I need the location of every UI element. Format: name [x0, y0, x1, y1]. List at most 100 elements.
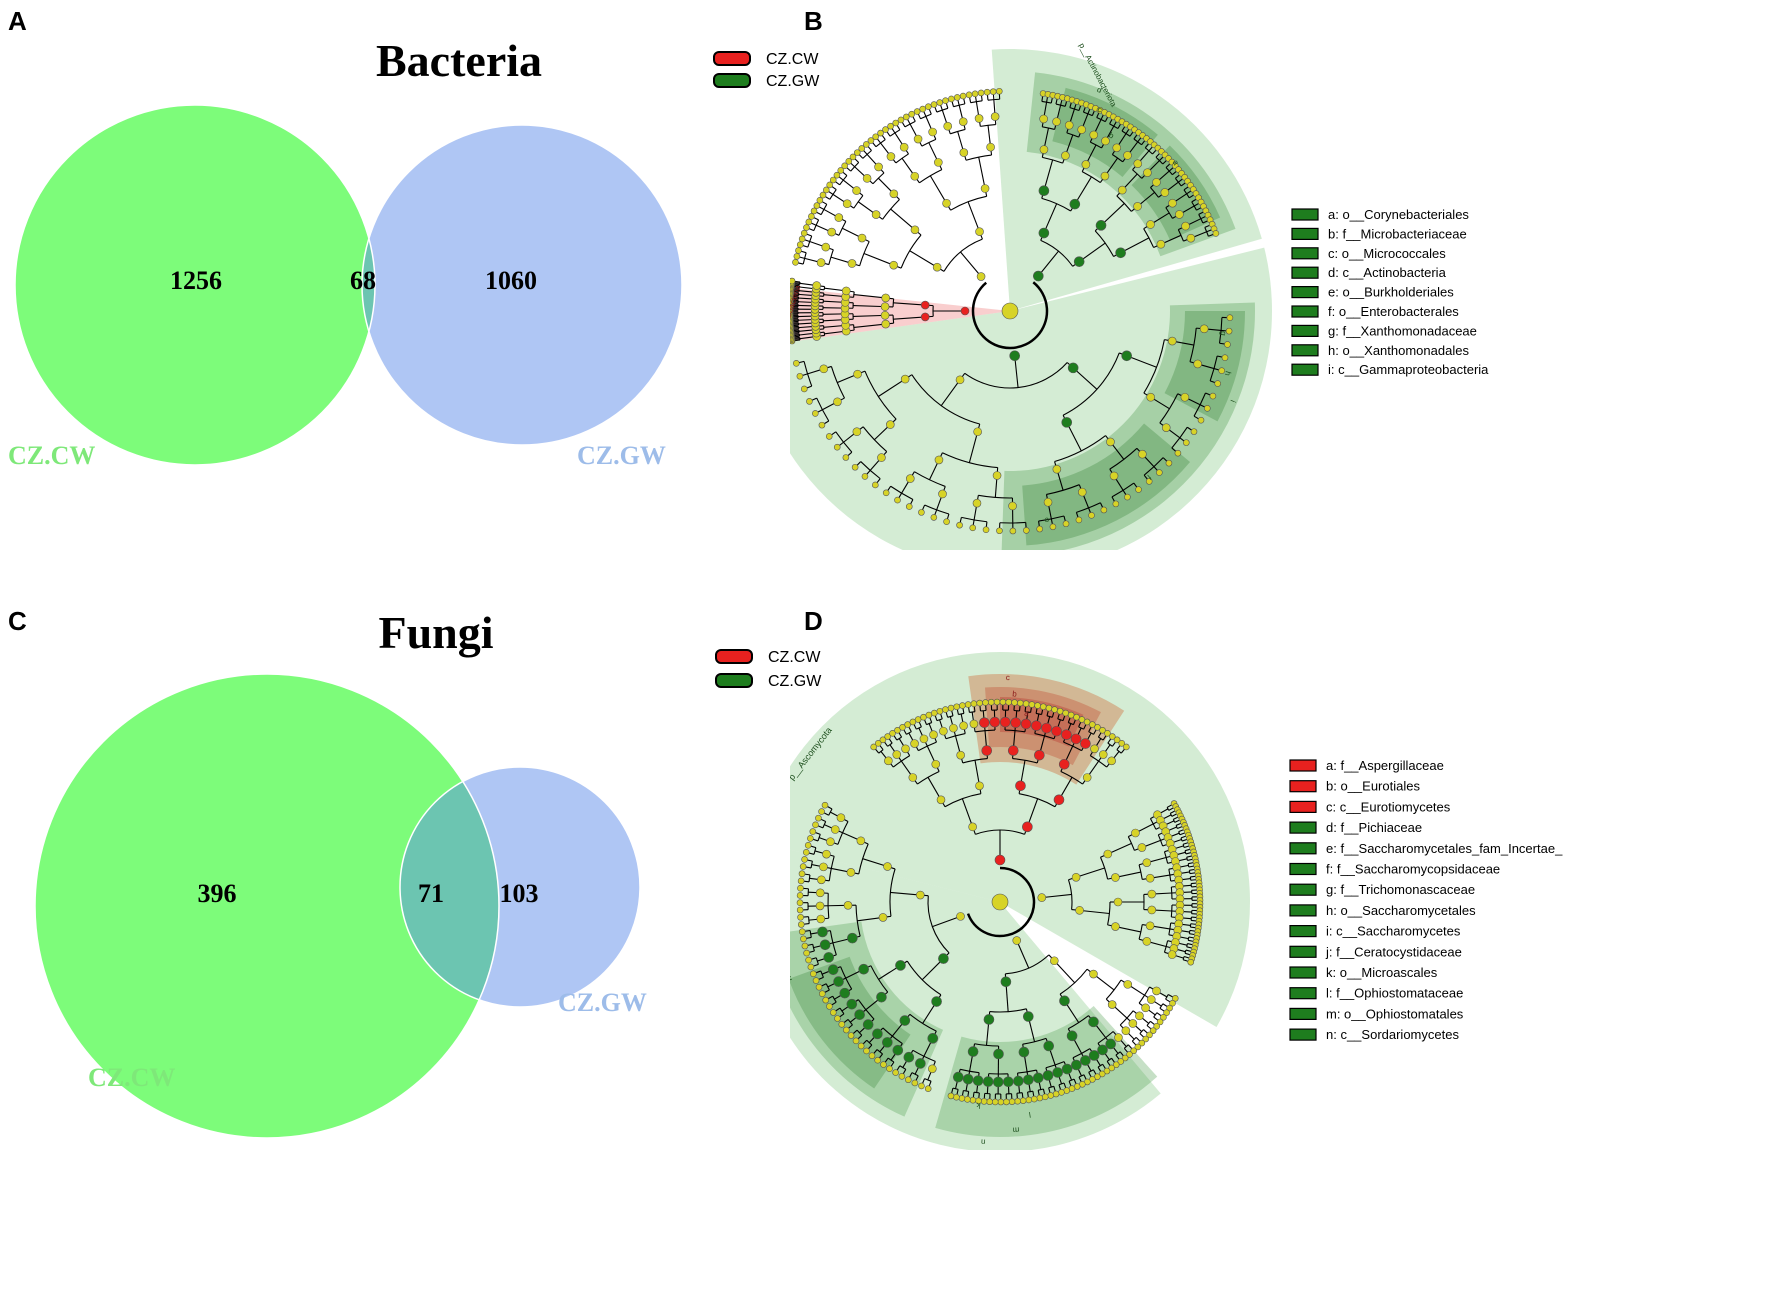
tree-node [807, 963, 815, 971]
venn-overlap [400, 767, 499, 1007]
tree-node [823, 952, 835, 963]
venn-count-overlap: 68 [350, 266, 376, 295]
tree-node [1163, 1009, 1170, 1017]
legend-taxon-item: f: o__Enterobacterales [1291, 304, 1459, 319]
tree-node [1007, 745, 1019, 756]
tree-node [1149, 1027, 1157, 1034]
tree-node [807, 835, 814, 842]
tree-node [1043, 497, 1053, 507]
tree-node [1197, 416, 1205, 424]
tree-node [858, 963, 869, 975]
tree-branch [857, 916, 884, 922]
tree-node [936, 795, 946, 805]
tree-node [1022, 1011, 1034, 1022]
tree-node [1067, 711, 1075, 719]
tree-branch [1093, 973, 1115, 991]
svg-text:b: o__Eurotiales: b: o__Eurotiales [1326, 779, 1420, 794]
tree-node [927, 1033, 939, 1044]
tree-branch [1066, 422, 1082, 452]
tree-node [816, 914, 826, 924]
tree-node [1061, 417, 1073, 428]
tree-node [989, 716, 1001, 728]
tree-node [880, 1061, 887, 1068]
tree-branch [1100, 203, 1125, 226]
tree-node [797, 877, 805, 885]
tree-node [1067, 362, 1079, 374]
clade-letter: b [1107, 131, 1116, 141]
tree-node [798, 870, 806, 878]
tree-node [1011, 699, 1018, 706]
tree-node [1167, 336, 1177, 346]
legend-taxon-item: n: c__Sordariomycetes [1289, 1027, 1459, 1042]
tree-node [841, 286, 851, 296]
tree-node [942, 198, 951, 208]
clade-letter: b [1012, 689, 1018, 698]
tree-branch [1143, 339, 1165, 394]
tree-node [1064, 120, 1074, 130]
tree-node [949, 723, 958, 733]
tree-node [871, 210, 881, 219]
legend-taxon-item: e: f__Saccharomycetales_fam_Incertae_ [1289, 841, 1563, 856]
tree-branch [853, 294, 886, 299]
clade-highlight [790, 849, 1161, 1150]
tree-node [1106, 437, 1115, 447]
svg-text:f: o__Enterobacterales: f: o__Enterobacterales [1328, 304, 1459, 319]
tree-node [959, 721, 968, 731]
legend-group-item: CZ.GW [715, 673, 822, 690]
tree-node [892, 1069, 899, 1076]
tree-node [905, 474, 915, 483]
tree-node [809, 828, 817, 835]
tree-node [793, 253, 801, 260]
tree-node [1138, 449, 1147, 459]
tree-node [919, 734, 929, 744]
tree-node [1051, 706, 1058, 713]
tree-node [1209, 392, 1217, 400]
tree-node [1166, 1004, 1173, 1012]
tree-node [1052, 464, 1062, 474]
tree-node [972, 1075, 984, 1086]
tree-node [841, 162, 849, 170]
tree-node [1082, 773, 1092, 782]
venn-title: Bacteria [376, 35, 542, 86]
panel-letter-b: B [804, 6, 823, 36]
tree-node [1156, 239, 1166, 249]
clade-letter: n [981, 1137, 986, 1146]
tree-node [1020, 718, 1032, 730]
tree-branch [927, 777, 942, 801]
tree-node [797, 884, 804, 892]
tree-node [1145, 921, 1155, 931]
tree-node [872, 133, 879, 141]
tree-node [1036, 525, 1043, 533]
tree-node [1121, 1026, 1131, 1036]
tree-node [919, 105, 927, 113]
tree-node [1028, 701, 1036, 708]
tree-node [1160, 1014, 1167, 1021]
tree-node [1009, 527, 1017, 535]
tree-node [932, 262, 942, 272]
tree-node [956, 750, 965, 760]
tree-node [1103, 1067, 1111, 1075]
tree-node [798, 235, 806, 243]
tree-node [795, 247, 802, 254]
tree-node [939, 726, 948, 736]
tree-node [975, 781, 984, 791]
clade-letter: h [790, 975, 794, 982]
tree-node [938, 953, 949, 964]
tree-node [836, 813, 846, 823]
tree-node [1101, 136, 1110, 146]
tree-branch [1115, 871, 1141, 879]
tree-node [983, 1014, 995, 1025]
tree-node [1214, 380, 1221, 387]
tree-node [1113, 897, 1123, 907]
tree-node [992, 1076, 1004, 1088]
tree-node [1138, 1039, 1146, 1047]
tree-node [819, 364, 829, 374]
tree-node [880, 302, 890, 311]
tree-node [1019, 1097, 1027, 1104]
svg-text:CZ.GW: CZ.GW [768, 673, 822, 690]
tree-branch [853, 314, 886, 318]
tree-node [1022, 821, 1033, 833]
legend-taxon-item: b: o__Eurotiales [1289, 779, 1420, 794]
tree-branch [1043, 203, 1058, 234]
tree-node [1147, 905, 1157, 915]
